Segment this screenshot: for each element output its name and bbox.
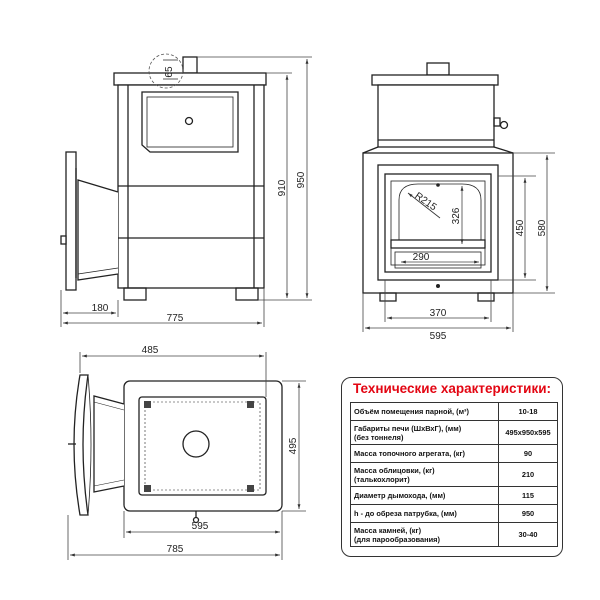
spec-label: Диаметр дымохода, (мм) (350, 486, 499, 505)
front-view (362, 62, 514, 302)
spec-row: Масса камней, (кг) (для парообразования)… (350, 522, 558, 547)
dim-front-450: 450 (515, 219, 526, 236)
specs-title: Технические характеристики: (352, 381, 552, 396)
spec-row: Масса топочного агрегата, (кг) 90 (350, 444, 558, 463)
spec-value: 115 (498, 486, 558, 505)
side-view-dimensions (60, 56, 312, 327)
spec-label: Габариты печи (ШхВхГ), (мм) (без тоннеля… (350, 420, 499, 445)
dim-glass-290: 290 (413, 252, 430, 263)
dim-side-180: 180 (92, 303, 109, 314)
specs-panel: Технические характеристики: Объём помеще… (341, 377, 563, 557)
spec-label: Масса камней, (кг) (для парообразования) (350, 522, 499, 547)
front-view-dimensions (362, 152, 555, 332)
dim-top-495: 495 (288, 437, 299, 454)
dim-side-910: 910 (277, 179, 288, 196)
spec-row: Диаметр дымохода, (мм) 115 (350, 486, 558, 505)
spec-label: Масса топочного агрегата, (кг) (350, 444, 499, 463)
spec-label: h - до обреза патрубка, (мм) (350, 504, 499, 523)
dim-front-595: 595 (430, 331, 447, 342)
spec-value: 30-40 (498, 522, 558, 547)
dim-chimney-offset: 65 (164, 66, 175, 78)
spec-label: Масса облицовки, (кг) (талькохлорит) (350, 462, 499, 487)
dim-glass-326: 326 (451, 207, 462, 224)
spec-value: 495х950х595 (498, 420, 558, 445)
spec-row: Объём помещения парной, (м³) 10-18 (350, 402, 558, 421)
specs-table: Объём помещения парной, (м³) 10-18 Габар… (350, 402, 558, 547)
top-view-dimensions (67, 352, 306, 560)
spec-value: 210 (498, 462, 558, 487)
dim-side-950: 950 (296, 171, 307, 188)
spec-row: h - до обреза патрубка, (мм) 950 (350, 504, 558, 523)
top-view (68, 374, 283, 524)
dim-top-785: 785 (167, 544, 184, 555)
spec-value: 950 (498, 504, 558, 523)
radius-line (407, 192, 441, 219)
dim-top-595: 595 (192, 521, 209, 532)
spec-value: 90 (498, 444, 558, 463)
chimney-detail: 65 (148, 53, 184, 89)
dim-front-370: 370 (430, 308, 447, 319)
dim-front-580: 580 (537, 219, 548, 236)
spec-row: Габариты печи (ШхВхГ), (мм) (без тоннеля… (350, 420, 558, 445)
spec-value: 10-18 (498, 402, 558, 421)
spec-row: Масса облицовки, (кг) (талькохлорит) 210 (350, 462, 558, 487)
dim-top-485: 485 (142, 345, 159, 356)
dim-side-775: 775 (167, 313, 184, 324)
side-view (60, 56, 267, 301)
spec-label: Объём помещения парной, (м³) (350, 402, 499, 421)
